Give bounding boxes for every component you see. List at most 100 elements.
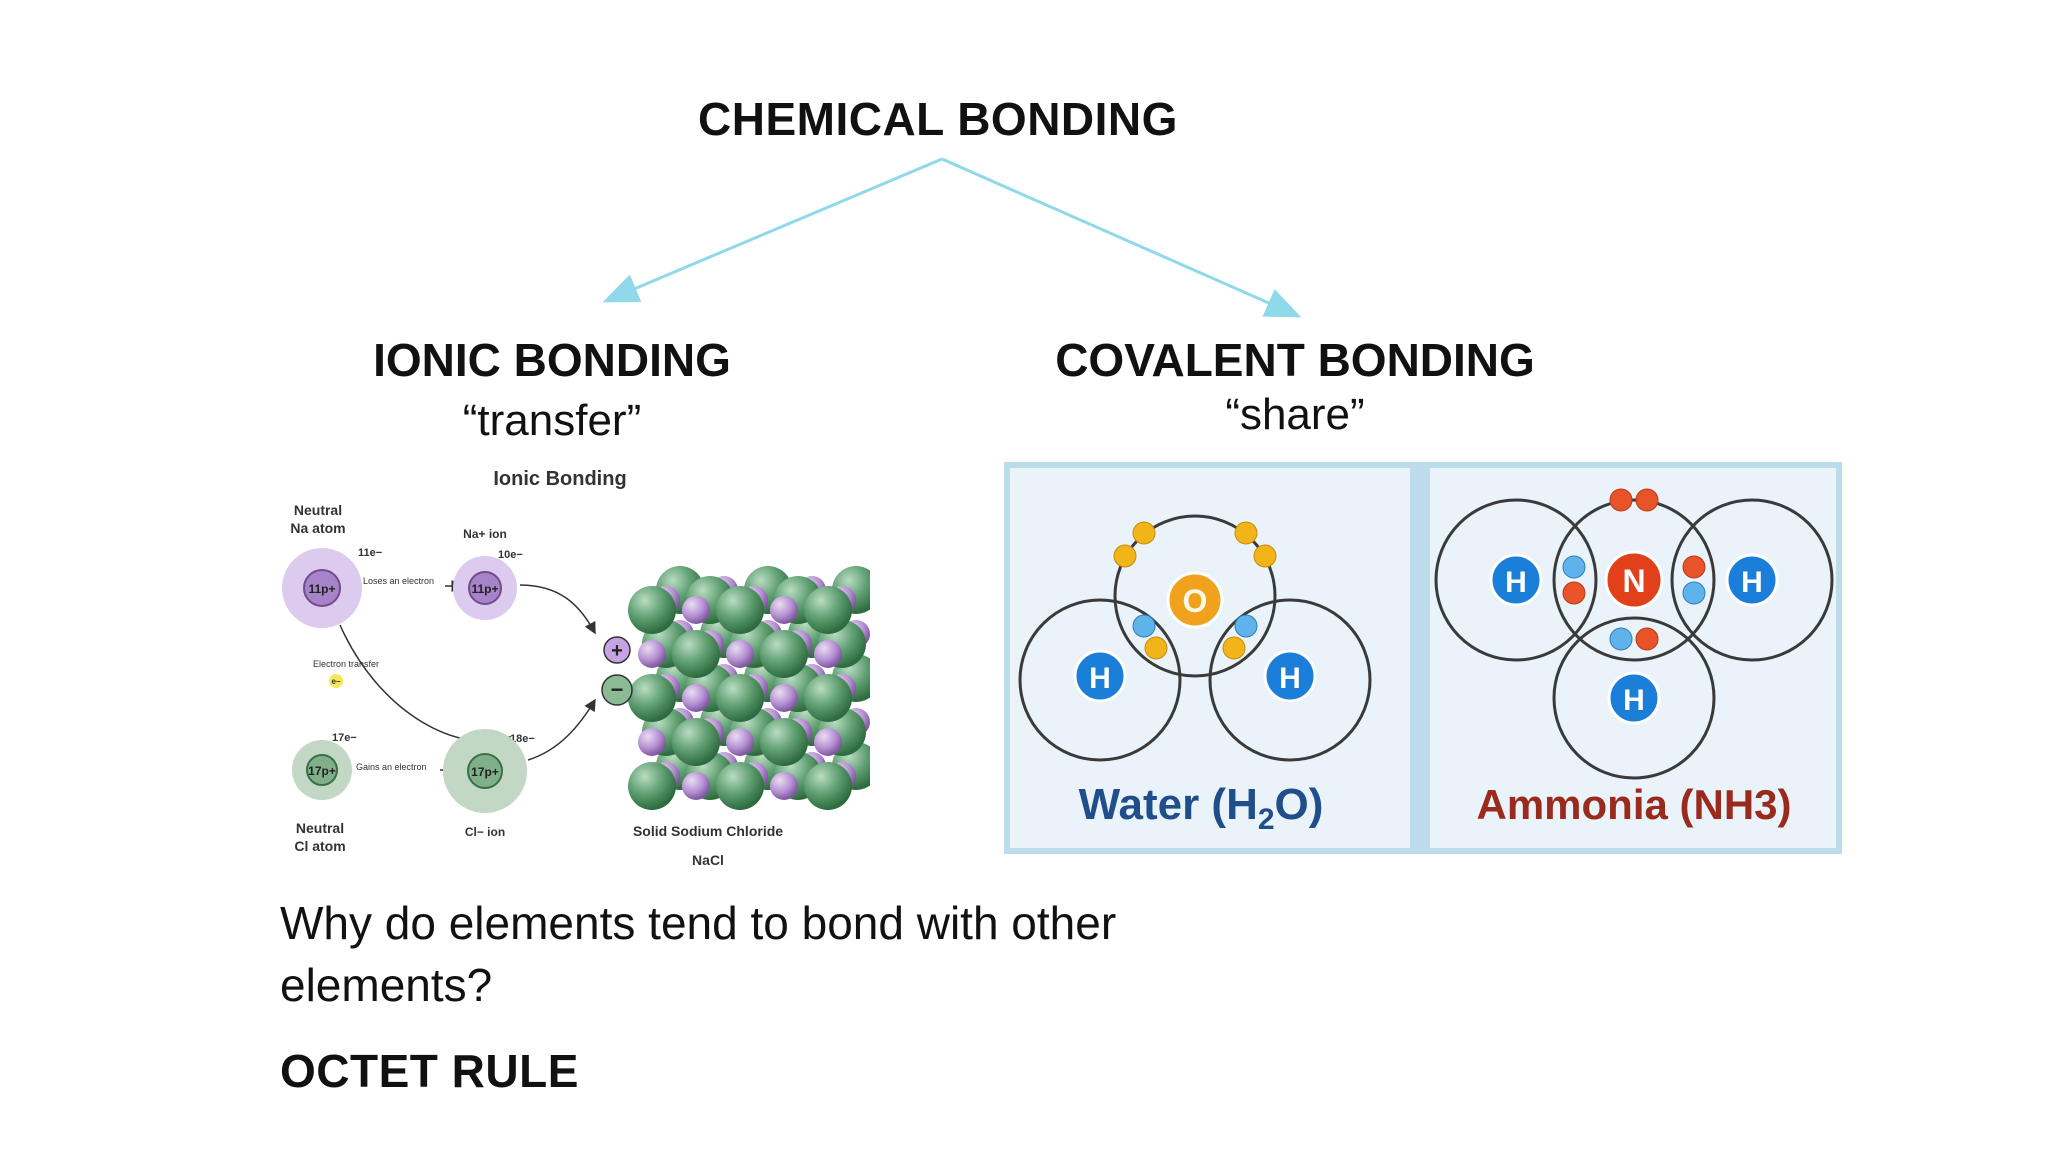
sodium-ion (770, 596, 798, 624)
chloride-ion (804, 762, 852, 810)
water-hydrogen-right (1263, 649, 1317, 703)
cl-ion-to-crystal-arrow (527, 698, 596, 761)
na-ion-to-crystal-arrow (519, 584, 596, 635)
solid-nacl-label: Solid Sodium Chloride (633, 823, 783, 839)
anion-sign: − (611, 677, 624, 702)
ammonia-shared-electron (1682, 581, 1706, 605)
neutral-cl-label-1: Neutral (296, 820, 344, 836)
cl-atom-nucleus (306, 754, 338, 786)
neutral-na-label-1: Neutral (294, 502, 342, 518)
sodium-ion (682, 596, 710, 624)
water-oxygen-shell (1113, 514, 1277, 678)
covalent-subtitle: “share” (1225, 390, 1365, 439)
ammonia-h-right-shell (1670, 498, 1834, 662)
anion-marker (601, 674, 633, 706)
cl-ion-nucleus (467, 753, 503, 789)
neutral-cl-label-2: Cl atom (294, 838, 345, 854)
cl-electron-count: 17e− (332, 732, 357, 744)
ammonia-hydrogen-left-symbol: H (1505, 566, 1527, 599)
chloride-ion (628, 674, 676, 722)
sodium-ion (814, 640, 842, 668)
na-ion-nucleus-label: 11p+ (471, 582, 498, 596)
ammonia-nitrogen-symbol: N (1622, 563, 1645, 599)
ionic-bonding-figure: Ionic Bonding Neutral Na atom 11e− 11p+ … (282, 468, 870, 868)
nacl-crystal (628, 566, 870, 810)
ionic-subtitle: “transfer” (462, 396, 642, 445)
ammonia-shared-electron (1635, 627, 1659, 651)
na-ion-nucleus (468, 571, 502, 605)
covalent-heading: COVALENT BONDING (1055, 334, 1535, 386)
water-shared-electron (1132, 614, 1156, 638)
cation-marker (603, 636, 631, 664)
sodium-ion (814, 728, 842, 756)
water-oxygen-symbol: O (1183, 583, 1208, 619)
sodium-ion (638, 640, 666, 668)
ammonia-h-left-shell (1434, 498, 1598, 662)
ammonia-label: Ammonia (NH3) (1476, 781, 1791, 828)
ammonia-nitrogen-shell (1552, 498, 1716, 662)
cl-ion-electron-count: 18e− (510, 733, 535, 745)
chloride-ion (716, 586, 764, 634)
chloride-ion (804, 586, 852, 634)
water-lone-electron (1132, 521, 1156, 545)
sodium-ion (726, 728, 754, 756)
water-hydrogen-right-symbol: H (1279, 662, 1301, 695)
cl-ion-label: Cl− ion (465, 825, 505, 839)
arrow-to-ionic (602, 157, 943, 303)
water-shared-electron (1222, 636, 1246, 660)
nacl-formula: NaCl (692, 852, 724, 868)
electron-transfer-label: Electron transfer (313, 659, 379, 669)
ammonia-shared-electron (1609, 627, 1633, 651)
chloride-ion (716, 674, 764, 722)
water-h-left-shell (1018, 598, 1182, 762)
sodium-ion (638, 728, 666, 756)
ammonia-hydrogen-bottom (1607, 671, 1661, 725)
ammonia-shared-electron (1562, 555, 1586, 579)
page-title: CHEMICAL BONDING (698, 93, 1178, 145)
water-subscript: 2 (1258, 803, 1275, 836)
cl-atom-nucleus-label: 17p+ (308, 764, 336, 778)
ammonia-hydrogen-right (1725, 553, 1779, 607)
ammonia-molecule: N H H H Ammonia (NH3) (1434, 488, 1834, 828)
covalent-bonding-figure: O H H Water (H2O) N H H H Ammonia (NH3) (1004, 462, 1842, 854)
sodium-ion (682, 772, 710, 800)
water-molecule: O H H Water (H2O) (1018, 514, 1372, 836)
water-hydrogen-left (1073, 649, 1127, 703)
chloride-ion (628, 586, 676, 634)
water-hydrogen-left-symbol: H (1089, 662, 1111, 695)
chloride-ion (672, 630, 720, 678)
ammonia-shared-electron (1682, 555, 1706, 579)
ammonia-hydrogen-left (1489, 553, 1543, 607)
ammonia-lone-electron (1635, 488, 1659, 512)
ammonia-shared-electron (1562, 581, 1586, 605)
water-panel (1010, 468, 1410, 848)
chloride-ion (672, 718, 720, 766)
cl-ion-nucleus-label: 17p+ (471, 765, 499, 779)
neutral-na-label-2: Na atom (290, 520, 345, 536)
ionic-heading: IONIC BONDING (373, 334, 731, 386)
ionic-figure-title: Ionic Bonding (493, 468, 626, 490)
na-ion-electron-count: 10e− (498, 549, 523, 561)
transfer-curve (339, 624, 512, 747)
water-shared-electron (1234, 614, 1258, 638)
na-atom-nucleus (303, 569, 341, 607)
question-text: Why do elements tend to bond with other … (280, 897, 1117, 1011)
sodium-ion (770, 772, 798, 800)
ammonia-h-bottom-shell (1552, 616, 1716, 780)
chloride-ion (760, 718, 808, 766)
water-lone-electron (1234, 521, 1258, 545)
water-shared-electron (1144, 636, 1168, 660)
ammonia-lone-electron (1609, 488, 1633, 512)
cation-sign: + (611, 640, 623, 662)
chloride-ion (628, 762, 676, 810)
na-atom-nucleus-label: 11p+ (308, 582, 335, 596)
ammonia-hydrogen-bottom-symbol: H (1623, 684, 1645, 717)
water-oxygen-atom (1166, 571, 1224, 629)
gains-electron-label: Gains an electron (356, 762, 427, 772)
transfer-electron-symbol: e− (331, 677, 340, 686)
water-lone-electron (1113, 544, 1137, 568)
sodium-ion (682, 684, 710, 712)
na-electron-count: 11e− (358, 547, 382, 559)
water-label: Water (H2O) (1079, 780, 1324, 836)
